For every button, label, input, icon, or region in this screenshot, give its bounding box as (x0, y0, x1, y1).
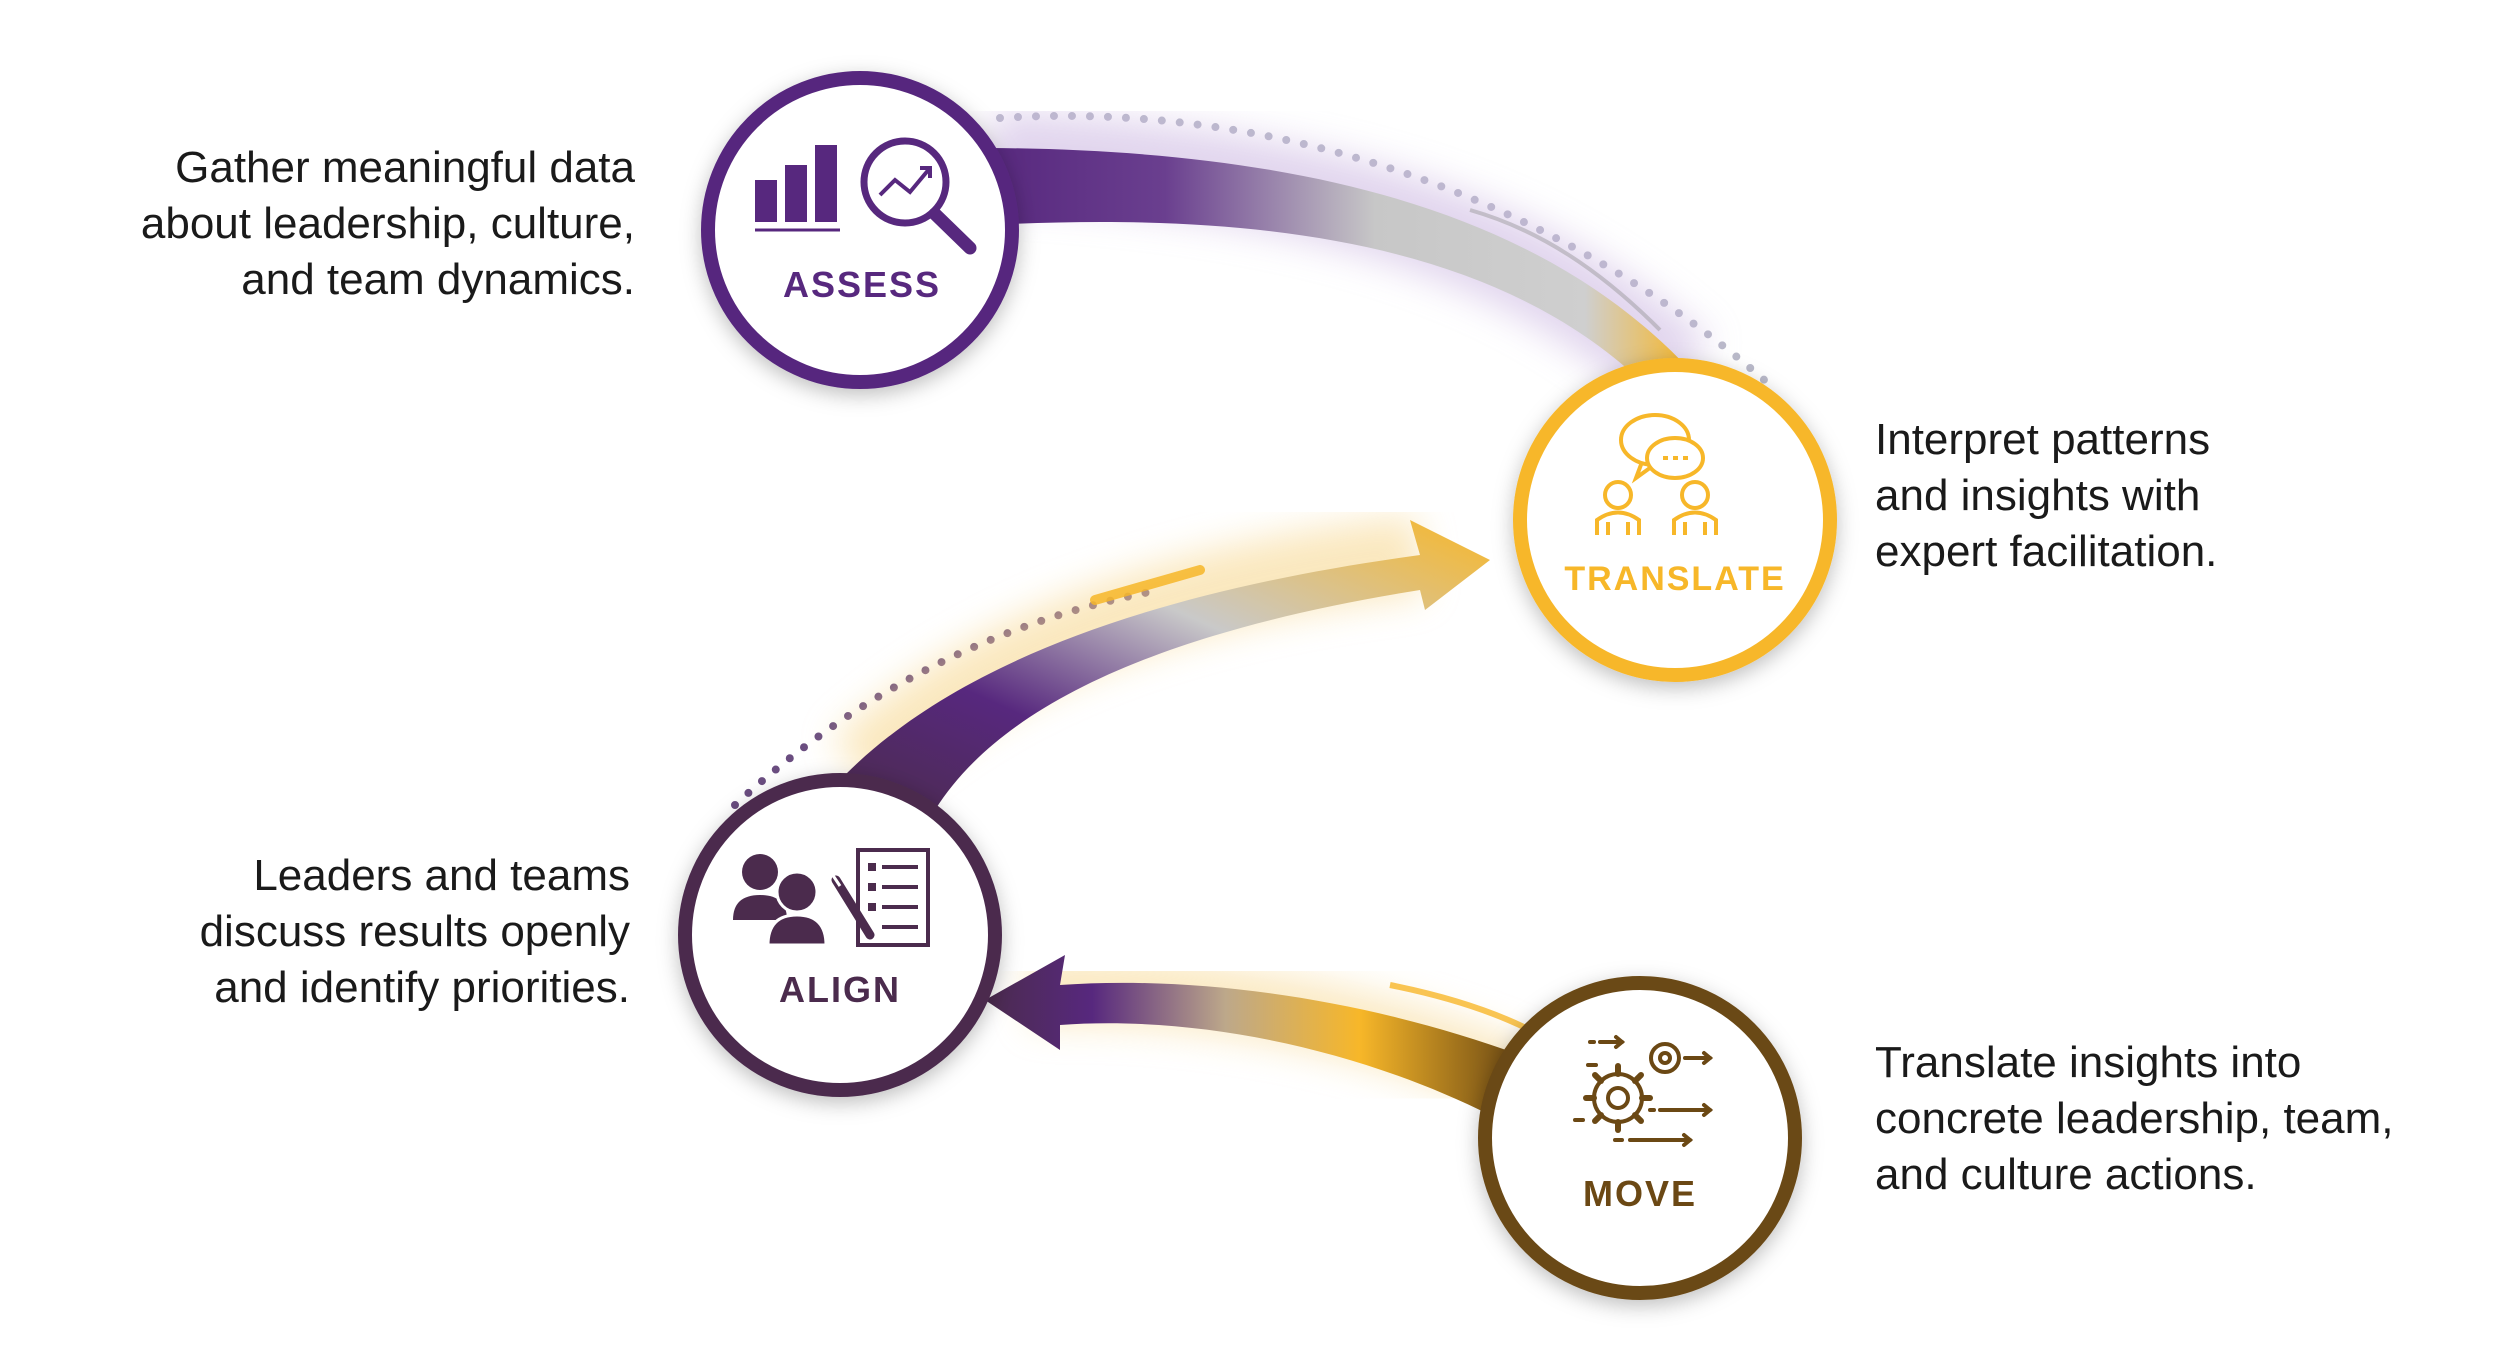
translate-description-line: Interpret patterns (1875, 415, 2211, 464)
align-description-line: Leaders and teams (253, 851, 630, 900)
team-checklist-icon (733, 848, 930, 947)
assess-description: Gather meaningful data about leadership,… (141, 140, 635, 308)
translate-description-line: expert facilitation. (1875, 527, 2218, 576)
gears-arrows-icon (1573, 1035, 1714, 1147)
move-label: MOVE (1583, 1173, 1697, 1214)
move-description-line: concrete leadership, team, (1875, 1094, 2394, 1143)
translate-description-line: and insights with (1875, 471, 2201, 520)
assess-description-line: Gather meaningful data (175, 143, 635, 192)
assess-description-line: about leadership, culture, (140, 199, 635, 248)
assess-node (701, 71, 1019, 389)
align-description: Leaders and teams discuss results openly… (200, 848, 630, 1016)
align-description-line: and identify priorities. (214, 963, 630, 1012)
people-speech-bubbles-icon (1595, 413, 1718, 535)
move-description: Translate insights into concrete leaders… (1875, 1035, 2394, 1203)
align-description-line: discuss results openly (199, 907, 630, 956)
arrow-move-to-align (985, 955, 1532, 1115)
assess-label: ASSESS (783, 264, 941, 305)
move-description-line: Translate insights into (1875, 1038, 2302, 1087)
align-node (678, 773, 1002, 1097)
bar-chart-magnifier-icon (755, 137, 977, 255)
translate-label: TRANSLATE (1564, 560, 1785, 598)
align-label: ALIGN (779, 969, 901, 1010)
translate-description: Interpret patterns and insights with exp… (1875, 412, 2217, 580)
arrow-assess-to-translate (990, 148, 1690, 380)
arrow-align-to-translate (845, 520, 1490, 810)
assess-description-line: and team dynamics. (241, 255, 635, 304)
move-description-line: and culture actions. (1875, 1150, 2257, 1199)
